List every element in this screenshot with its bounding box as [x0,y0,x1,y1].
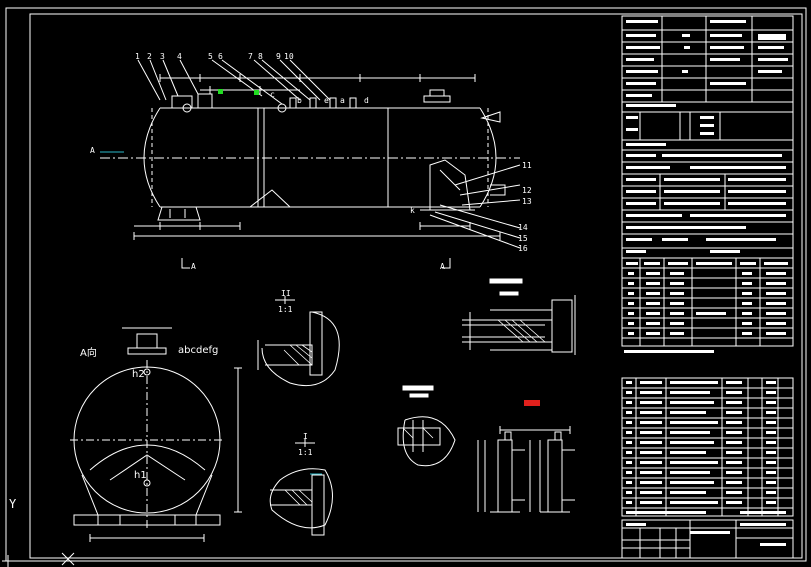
part-number-13: 13 [522,197,532,206]
part-number-3: 3 [160,52,165,61]
vessel-elevation [100,59,521,269]
nozzle-h2-label: h2 [132,369,145,380]
nozzle-h1-label: h1 [134,470,147,481]
part-number-8: 8 [258,52,263,61]
detail-ii [257,296,340,387]
axis-y-label: Y [9,497,17,511]
detail-i-scale: 1:1 [298,448,313,457]
table-text-bars [624,20,788,546]
part-number-11: 11 [522,161,532,170]
part-number-16: 16 [518,244,528,253]
nozzle-mark-e: e [324,96,329,105]
nozzle-mark-d: d [364,96,369,105]
weld-detail-top [462,278,576,355]
part-number-7: 7 [248,52,253,61]
title-block [621,15,794,559]
red-marker [524,400,540,406]
part-number-2: 2 [147,52,152,61]
nozzle-mark-b: b [297,96,302,105]
drawing-frame-inner [29,13,803,559]
green-marker-1 [218,89,223,94]
nozzle-mark-c: c [270,90,275,99]
part-number-12: 12 [522,186,532,195]
part-number-1: 1 [135,52,140,61]
section-mark-right: A [440,262,445,271]
detail-ii-scale: 1:1 [278,305,293,314]
nozzle-mark-k: k [410,206,415,215]
part-number-4: 4 [177,52,182,61]
detail-ii-label: II [281,289,291,298]
support-plan-views [477,426,575,513]
section-mark-left: A [191,262,196,271]
part-number-9: 9 [276,52,281,61]
direction-a-label: A [90,146,95,155]
nozzle-mark-a: a [340,96,345,105]
nozzle-detail-small [397,385,456,467]
view-a-title: A向 [80,348,97,359]
end-view-a [70,327,242,542]
drawing-border [5,7,807,562]
ucs-icon [2,552,75,567]
detail-i-label: I [303,432,308,441]
green-marker-2 [254,90,259,95]
part-number-5: 5 [208,52,213,61]
nozzle-letters-label: abcdefg [178,345,219,356]
part-number-10: 10 [284,52,294,61]
detail-i [269,439,333,536]
part-number-14: 14 [518,223,528,232]
part-number-15: 15 [518,234,528,243]
part-number-6: 6 [218,52,223,61]
